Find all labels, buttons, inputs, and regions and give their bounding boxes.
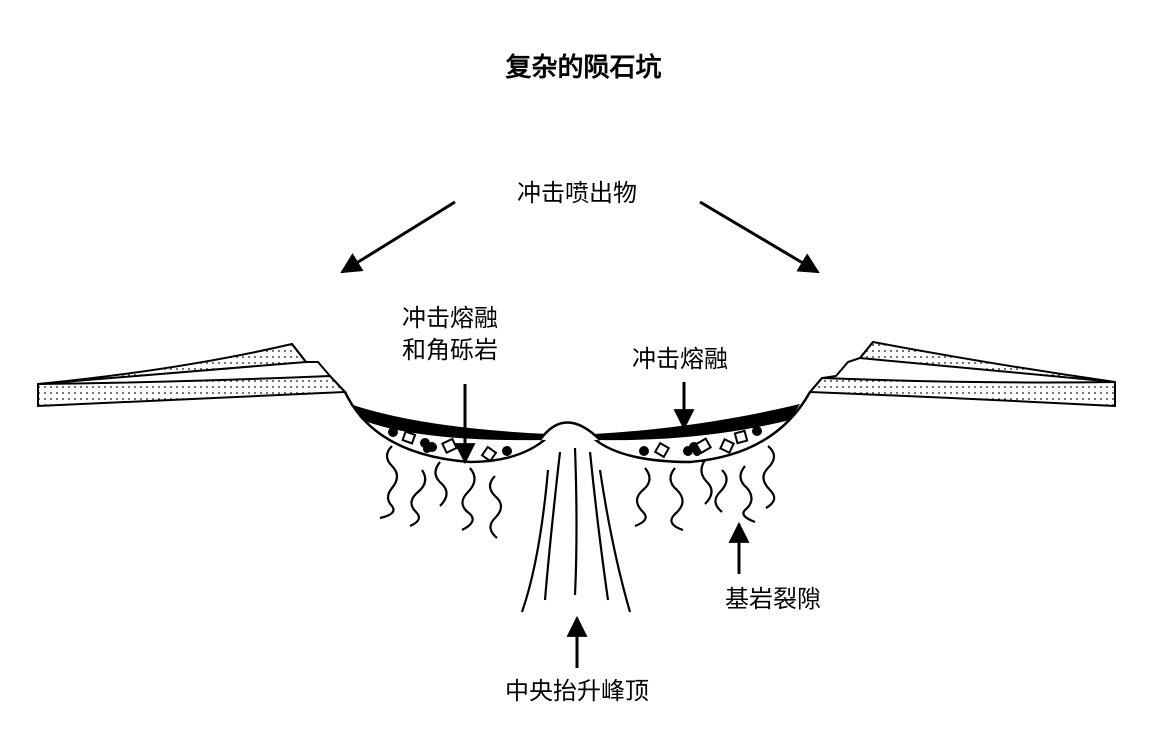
breccia-fragments-left: [388, 427, 512, 463]
impact-melt-label: 冲击熔融: [632, 345, 728, 373]
diagram-title: 复杂的陨石坑: [505, 53, 662, 83]
ejecta-arrow-right: [699, 200, 820, 274]
ejecta-arrow-left: [340, 200, 456, 274]
melt-breccia-label-line1: 冲击熔融: [402, 304, 498, 332]
ejecta-label: 冲击喷出物: [517, 179, 637, 207]
melt-breccia-label-line2: 和角砾岩: [402, 336, 498, 364]
central-uplift-label: 中央抬升峰顶: [505, 677, 649, 705]
right-ejecta-layers: [807, 340, 1116, 408]
crater-floor: [343, 391, 812, 464]
central-uplift-lines: [520, 447, 632, 613]
bedrock-fractures-label: 基岩裂隙: [725, 585, 821, 613]
melt-breccia-label: 冲击熔融 和角砾岩: [402, 302, 498, 366]
breccia-fragments-right: [639, 426, 762, 459]
bedrock-fractures: [379, 445, 776, 539]
left-ejecta-layers: [37, 342, 348, 408]
